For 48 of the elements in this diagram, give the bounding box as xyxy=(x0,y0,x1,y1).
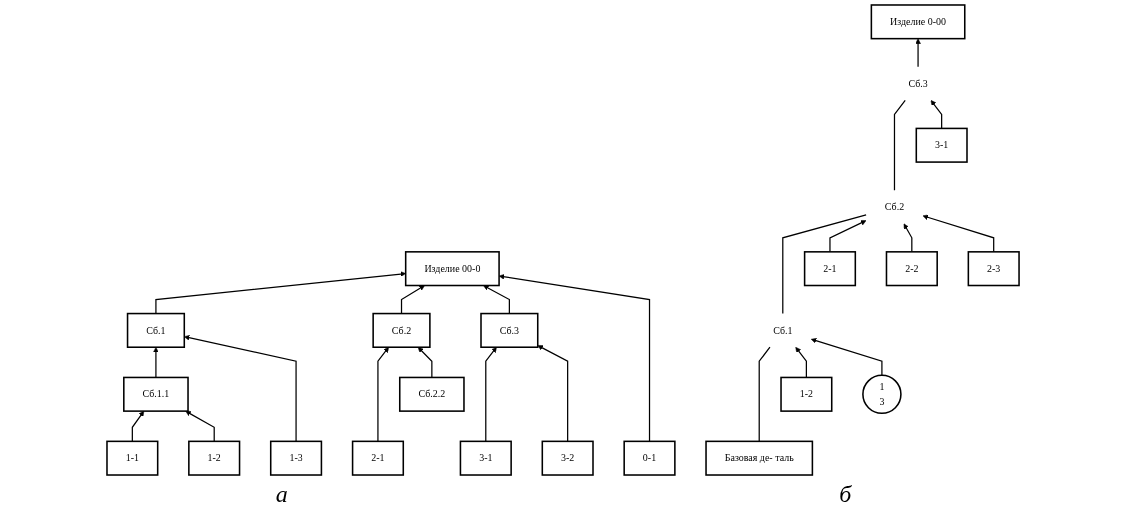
node-box: 2-2 xyxy=(886,251,939,287)
node-text: Сб.3 xyxy=(908,77,929,89)
arrow xyxy=(915,38,922,68)
node-box: Изделие 00-0 xyxy=(405,251,501,287)
arrow xyxy=(132,410,145,442)
arrow xyxy=(931,100,943,130)
node-box: 0-1 xyxy=(623,440,677,476)
node-box: 1-1 xyxy=(106,440,159,476)
arrow xyxy=(401,285,426,315)
connector xyxy=(894,99,907,191)
node-box: 1-2 xyxy=(780,376,833,412)
panel-letter: а xyxy=(275,481,288,509)
arrow xyxy=(155,271,407,315)
node-text: Сб.1 xyxy=(773,324,793,336)
node-box: Сб.1.1 xyxy=(123,376,190,412)
arrow xyxy=(377,346,390,442)
node-box: 3-1 xyxy=(916,127,969,163)
panel-letter: б xyxy=(839,481,852,509)
arrow xyxy=(829,220,867,253)
arrow xyxy=(795,346,808,379)
arrow xyxy=(184,335,298,442)
node-box: 2-1 xyxy=(804,251,857,287)
node-box: Сб.3 xyxy=(480,312,539,348)
arrow xyxy=(904,223,913,253)
node-box: 3-1 xyxy=(460,440,513,476)
node-box: 2-1 xyxy=(352,440,405,476)
arrow xyxy=(153,346,160,379)
node-box: 1-2 xyxy=(188,440,241,476)
node-box: Изделие 0-00 xyxy=(871,4,966,40)
arrow xyxy=(418,346,433,379)
node-text: Сб.2 xyxy=(885,201,905,212)
arrow xyxy=(185,410,216,442)
connector xyxy=(759,346,772,442)
arrow xyxy=(811,338,883,376)
arrow xyxy=(485,346,498,442)
node-circle: 1 3 xyxy=(862,374,903,415)
node-box: 2-3 xyxy=(968,251,1021,287)
connector xyxy=(782,214,868,315)
node-box: Базовая де- таль xyxy=(705,440,814,476)
node-box: Сб.2 xyxy=(372,312,432,348)
node-box: 1-3 xyxy=(270,440,323,476)
arrow xyxy=(537,345,569,442)
node-box: Сб.2.2 xyxy=(399,376,466,412)
node-box: Сб.1 xyxy=(127,312,186,348)
arrow xyxy=(499,274,651,442)
arrow xyxy=(923,214,995,253)
arrow xyxy=(483,285,511,315)
node-box: 3-2 xyxy=(542,440,595,476)
